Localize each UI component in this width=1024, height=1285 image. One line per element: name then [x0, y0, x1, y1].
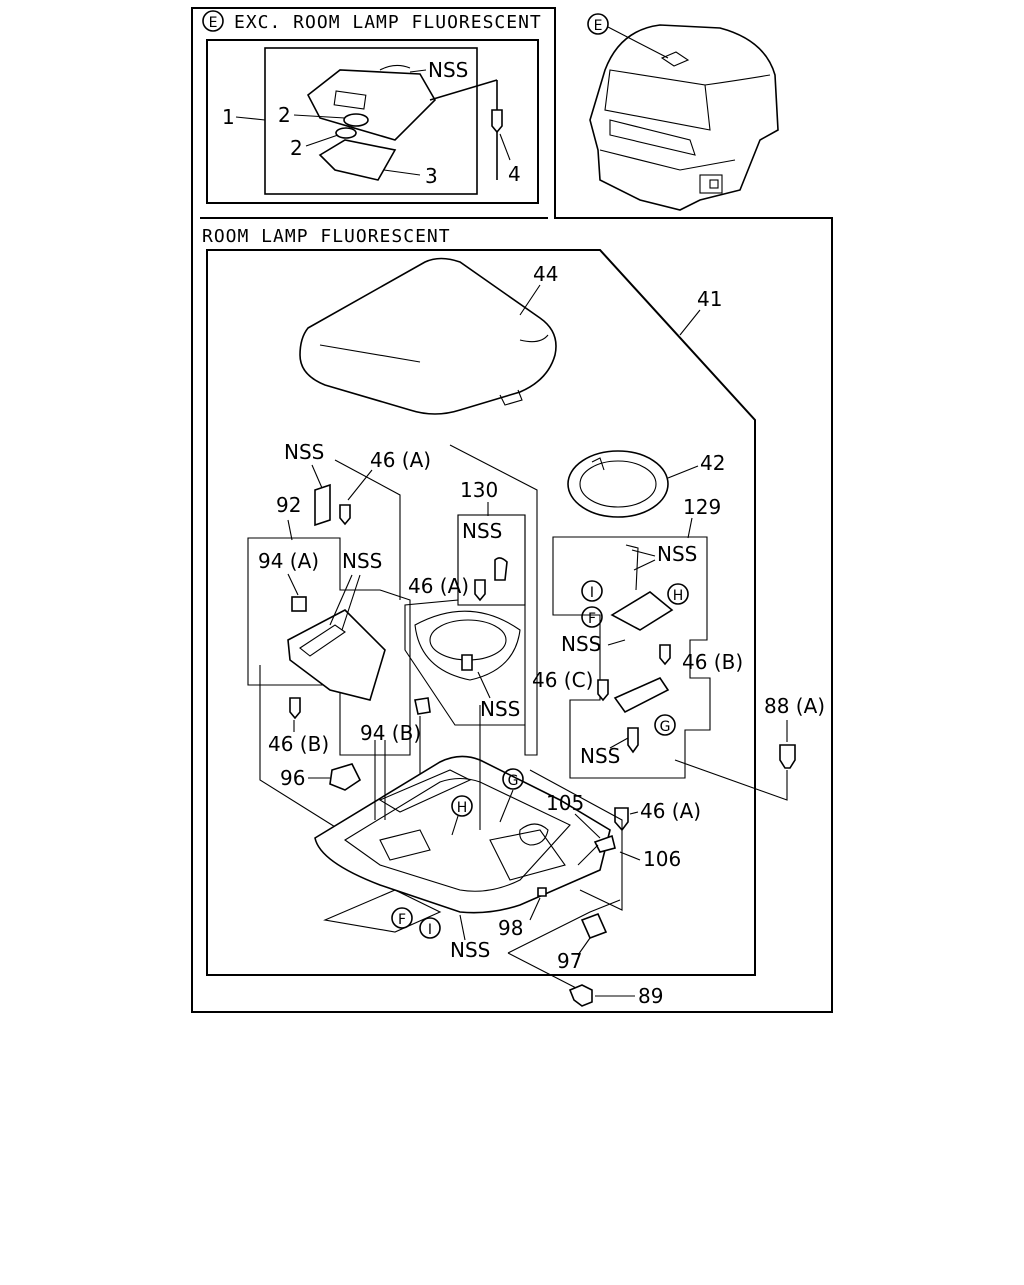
bracket-group-129: [552, 536, 711, 779]
part-46a-label-130: 46 (A): [408, 574, 469, 598]
part-94a-label: 94 (A): [258, 549, 319, 573]
part-129-label: 129: [683, 495, 721, 519]
main-inner-frame: [206, 249, 756, 976]
outer-frame: [191, 7, 833, 1013]
part-4-label: 4: [508, 162, 521, 186]
marker-h-circle-base: [451, 795, 473, 817]
nss-label-top-left: NSS: [284, 440, 324, 464]
main-section-title: ROOM LAMP FLUORESCENT: [202, 226, 451, 247]
marker-f-circle-base: [391, 907, 413, 929]
bracket-group-92: [247, 537, 411, 756]
exc-inner-box: [206, 39, 539, 204]
screw-4: [491, 109, 503, 134]
clip-94a: [291, 596, 307, 612]
nss-label-exc: NSS: [428, 58, 468, 82]
cover-97: [580, 912, 608, 940]
ring-42: [567, 450, 669, 518]
part-130-label: 130: [460, 478, 498, 502]
lamp-housing: [306, 69, 436, 141]
lamp-base: [314, 755, 611, 914]
part-46a-label-right: 46 (A): [640, 799, 701, 823]
cab-view: E: [587, 13, 779, 211]
part-46b-label-left: 46 (B): [268, 732, 329, 756]
nss-label-base: NSS: [450, 938, 490, 962]
exc-section: E EXC. ROOM LAMP FLUORESCENT NSS 1 2 2 3…: [202, 10, 542, 204]
marker-g-circle-base: [502, 768, 524, 790]
part-94b-label: 94 (B): [360, 721, 421, 745]
marker-i-label-base: I: [428, 922, 432, 938]
nss-label-130: NSS: [462, 519, 502, 543]
marker-i-circle-base: [419, 917, 441, 939]
bulb-upper: [343, 113, 369, 127]
part-98-label: 98: [498, 916, 523, 940]
nss-label-129-mid: NSS: [561, 632, 601, 656]
marker-h-circle-129: [667, 583, 689, 605]
bulb-lower: [335, 127, 357, 139]
part-2-label-upper: 2: [278, 103, 291, 127]
part-44-label: 44: [533, 262, 558, 286]
part-97-label: 97: [557, 949, 582, 973]
screw-89: [568, 984, 593, 1007]
marker-f-label-base: F: [398, 912, 406, 928]
cover-44: [299, 257, 557, 415]
marker-i-label-129: I: [590, 585, 594, 601]
marker-h-label-129: H: [673, 588, 684, 604]
exc-section-title: EXC. ROOM LAMP FLUORESCENT: [234, 12, 542, 33]
connector-96: [329, 763, 362, 791]
part-96-label: 96: [280, 766, 305, 790]
lamp-lens: [318, 139, 397, 181]
nss-label-129-top: NSS: [657, 542, 697, 566]
part-46c-label: 46 (C): [532, 668, 593, 692]
marker-h-label-base: H: [457, 800, 468, 816]
room-lamp-location: [660, 51, 690, 67]
part-88a-label: 88 (A): [764, 694, 825, 718]
marker-f-label-129: F: [588, 611, 596, 627]
cab-outline: [589, 24, 779, 211]
part-2-label-lower: 2: [290, 136, 303, 160]
part-89-label: 89: [638, 984, 663, 1008]
part-46b-label-right: 46 (B): [682, 650, 743, 674]
marker-i-circle-129: [581, 580, 603, 602]
part-3-label: 3: [425, 164, 438, 188]
marker-g-label-129: G: [660, 719, 671, 735]
marker-e-label: E: [209, 15, 218, 31]
marker-e-cab-label: E: [594, 18, 603, 34]
clip-94b: [414, 697, 431, 715]
marker-f-circle-129: [581, 606, 603, 628]
marker-e-cab-circle: [587, 13, 609, 35]
part-42-label: 42: [700, 451, 725, 475]
nss-label-129-bottom: NSS: [580, 744, 620, 768]
exc-lamp-box: [264, 47, 478, 195]
marker-g-label-base: G: [508, 773, 519, 789]
part-41-label: 41: [697, 287, 722, 311]
part-105-label: 105: [546, 791, 584, 815]
part-92-label: 92: [276, 493, 301, 517]
nss-label-130-lower: NSS: [480, 697, 520, 721]
nss-label-92: NSS: [342, 549, 382, 573]
part-106-label: 106: [643, 847, 681, 871]
part-46a-label-top: 46 (A): [370, 448, 431, 472]
marker-g-circle-129: [654, 714, 676, 736]
marker-e-circle: [202, 10, 224, 32]
part-1-label: 1: [222, 105, 235, 129]
